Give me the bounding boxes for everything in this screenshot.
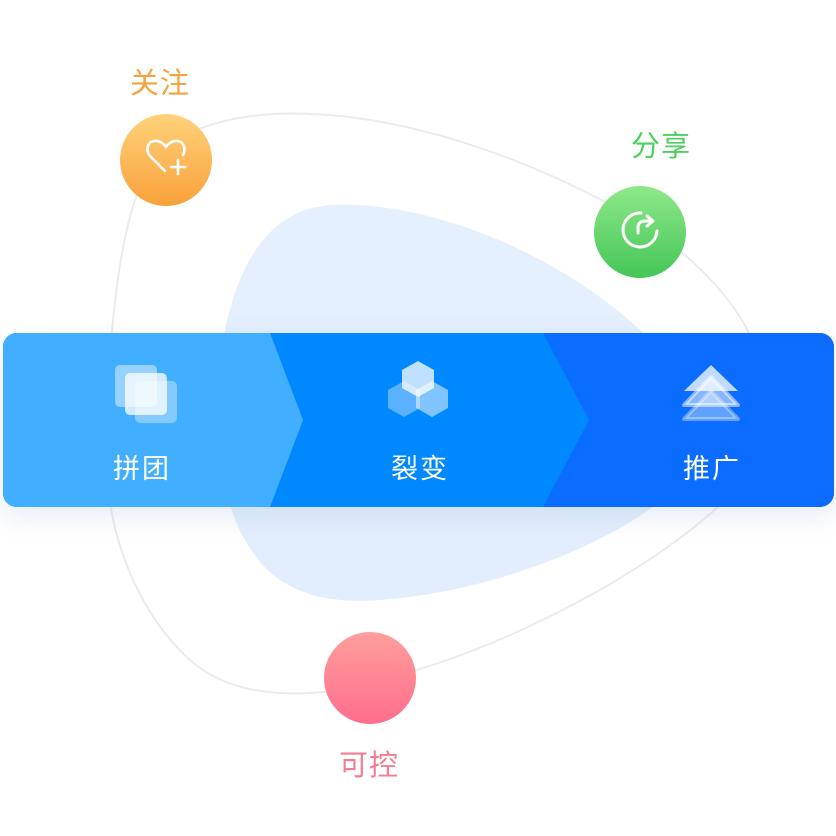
step-label: 裂变 — [391, 454, 449, 485]
follow-node[interactable] — [120, 114, 212, 206]
step-1-bg — [3, 333, 303, 507]
share-rotate-icon — [615, 205, 665, 259]
hexagon-cluster-icon — [380, 355, 460, 431]
control-label: 可控 — [339, 748, 400, 782]
stacked-squares-icon — [111, 363, 181, 431]
heart-plus-icon — [141, 133, 191, 187]
follow-label: 关注 — [130, 66, 191, 100]
process-bar: 拼团 裂变 推广 — [3, 333, 834, 507]
share-label: 分享 — [631, 129, 692, 163]
share-node[interactable] — [594, 186, 686, 278]
step-backgrounds — [3, 333, 834, 507]
control-node[interactable] — [324, 632, 416, 724]
stacked-arrows-up-icon — [681, 361, 741, 429]
step-label: 拼团 — [113, 454, 171, 485]
step-label: 推广 — [683, 454, 741, 485]
